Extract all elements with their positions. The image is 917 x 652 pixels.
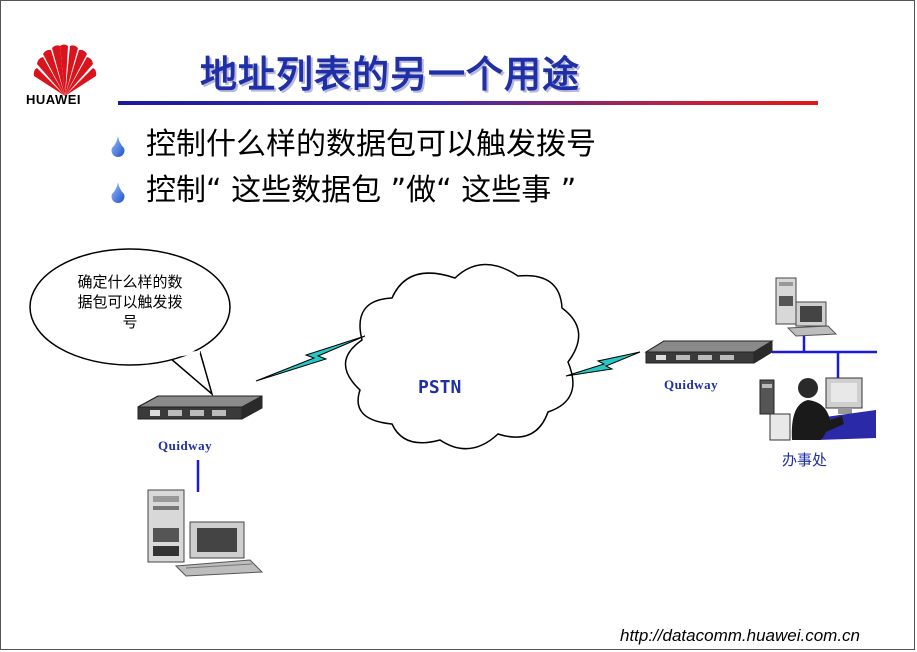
water-drop-icon — [111, 182, 125, 203]
lightning-right-icon — [565, 351, 641, 377]
callout-text: 确定什么样的数 据包可以触发拨 号 — [40, 272, 220, 332]
callout-line: 据包可以触发拨 — [77, 293, 183, 311]
router-right-label: Quidway — [664, 377, 719, 392]
pc-right-icon — [775, 277, 838, 337]
brand-name: HUAWEI — [26, 92, 81, 107]
bullet-text: 控制“ 这些数据包 ”做“ 这些事 ” — [146, 173, 577, 208]
title-underline — [118, 101, 818, 105]
pc-left-icon — [147, 489, 264, 577]
router-left-label: Quidway — [158, 438, 213, 453]
water-drop-icon — [111, 136, 125, 157]
bullet-item: 控制什么样的数据包可以触发拨号 — [110, 122, 596, 168]
lightning-left-icon — [255, 335, 366, 382]
bullet-item: 控制“ 这些数据包 ”做“ 这些事 ” — [110, 168, 596, 214]
bullet-list: 控制什么样的数据包可以触发拨号 控制“ 这些数据包 ”做“ 这些事 ” — [110, 122, 596, 214]
huawei-logo-icon — [33, 44, 97, 96]
page-title: 地址列表的另一个用途 — [200, 53, 580, 96]
speech-bubble — [29, 248, 231, 397]
footer-url[interactable]: http://datacomm.huawei.com.cn — [620, 626, 861, 645]
lan-bus — [772, 330, 877, 378]
callout-line: 号 — [122, 313, 138, 331]
pstn-cloud — [344, 263, 580, 450]
router-left-icon — [137, 395, 263, 420]
router-right-icon — [644, 340, 774, 364]
pstn-label: PSTN — [418, 377, 462, 398]
office-label: 办事处 — [782, 451, 828, 469]
bullet-text: 控制什么样的数据包可以触发拨号 — [146, 127, 596, 162]
office-worker-icon — [759, 377, 876, 441]
callout-line: 确定什么样的数 — [77, 273, 183, 291]
